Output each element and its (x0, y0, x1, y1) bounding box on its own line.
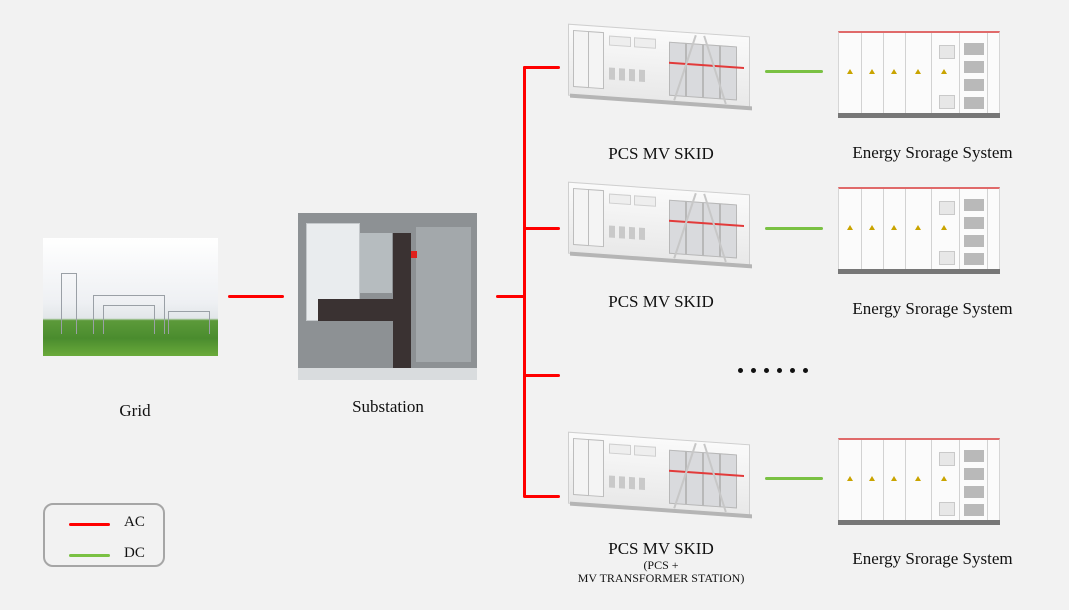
legend-dc-label: DC (124, 545, 145, 561)
road (318, 299, 408, 321)
gantry-structure (103, 305, 155, 334)
pcs-skid-image (560, 430, 760, 520)
ess-cabinet-image (834, 181, 1004, 281)
grid-label: Grid (119, 401, 151, 420)
gantry-structure (93, 295, 165, 334)
switchyard (416, 227, 471, 362)
substation-label: Substation (352, 397, 424, 416)
ac-branch-1 (523, 66, 560, 69)
ess-cabinet-image (834, 25, 1004, 125)
ac-line-grid-substation (228, 295, 284, 298)
dc-line-2 (765, 227, 823, 230)
ac-branch-2 (523, 227, 560, 230)
pcs-skid-sublabel: MV TRANSFORMER STATION) (577, 571, 745, 585)
pcs-skid-image (560, 22, 760, 112)
gantry-structure (168, 311, 210, 334)
ac-line-substation-bus (496, 295, 525, 298)
dc-line-1 (765, 70, 823, 73)
grid-image (43, 238, 218, 356)
road (393, 233, 411, 378)
more-units-ellipsis (738, 368, 808, 373)
transformer-area (360, 233, 392, 293)
pcs-skid-label: PCS MV SKID (608, 144, 714, 163)
legend: AC DC (43, 503, 165, 567)
ess-label: Energy Srorage System (852, 143, 1013, 162)
fence (298, 368, 477, 380)
pcs-skid-label: PCS MV SKID (608, 539, 714, 558)
red-marker (411, 251, 417, 258)
transmission-tower-icon (61, 273, 77, 334)
pcs-skid-label: PCS MV SKID (608, 292, 714, 311)
dc-line-3 (765, 477, 823, 480)
ac-bus (523, 66, 526, 497)
legend-ac-label: AC (124, 514, 145, 530)
substation-image (298, 213, 477, 380)
pcs-skid-sublabel: (PCS + (643, 558, 679, 572)
pcs-skid-image (560, 180, 760, 270)
ess-label: Energy Srorage System (852, 549, 1013, 568)
ess-cabinet-image (834, 432, 1004, 532)
ess-label: Energy Srorage System (852, 299, 1013, 318)
ac-branch-3 (523, 495, 560, 498)
ac-branch-more (523, 374, 560, 377)
legend-ac-swatch (69, 523, 110, 526)
legend-dc-swatch (69, 554, 110, 557)
